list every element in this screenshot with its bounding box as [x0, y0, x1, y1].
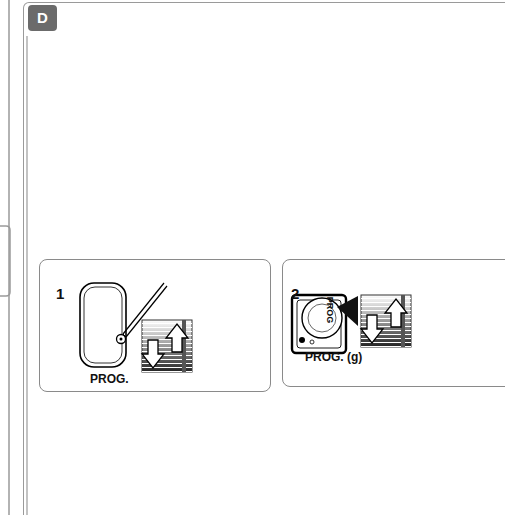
step-panel: D1PROG.2PROG. (g) — [23, 2, 505, 515]
step-number: 2 — [291, 285, 299, 302]
panel-tab: D — [28, 5, 57, 31]
shutter-icon — [142, 320, 192, 372]
step-box: 2PROG. (g) — [282, 259, 505, 387]
frame-tab — [0, 226, 10, 296]
motor-head-illustration — [292, 295, 358, 353]
shutter-icon — [361, 295, 411, 347]
panel-inner-line — [26, 36, 27, 515]
rotated-button-text: PROG — [325, 296, 335, 323]
step-number: 1 — [56, 285, 64, 302]
button-label: PROG. (g) — [305, 350, 362, 364]
step-box: 1PROG. — [39, 259, 271, 392]
button-label: PROG. — [90, 372, 129, 386]
